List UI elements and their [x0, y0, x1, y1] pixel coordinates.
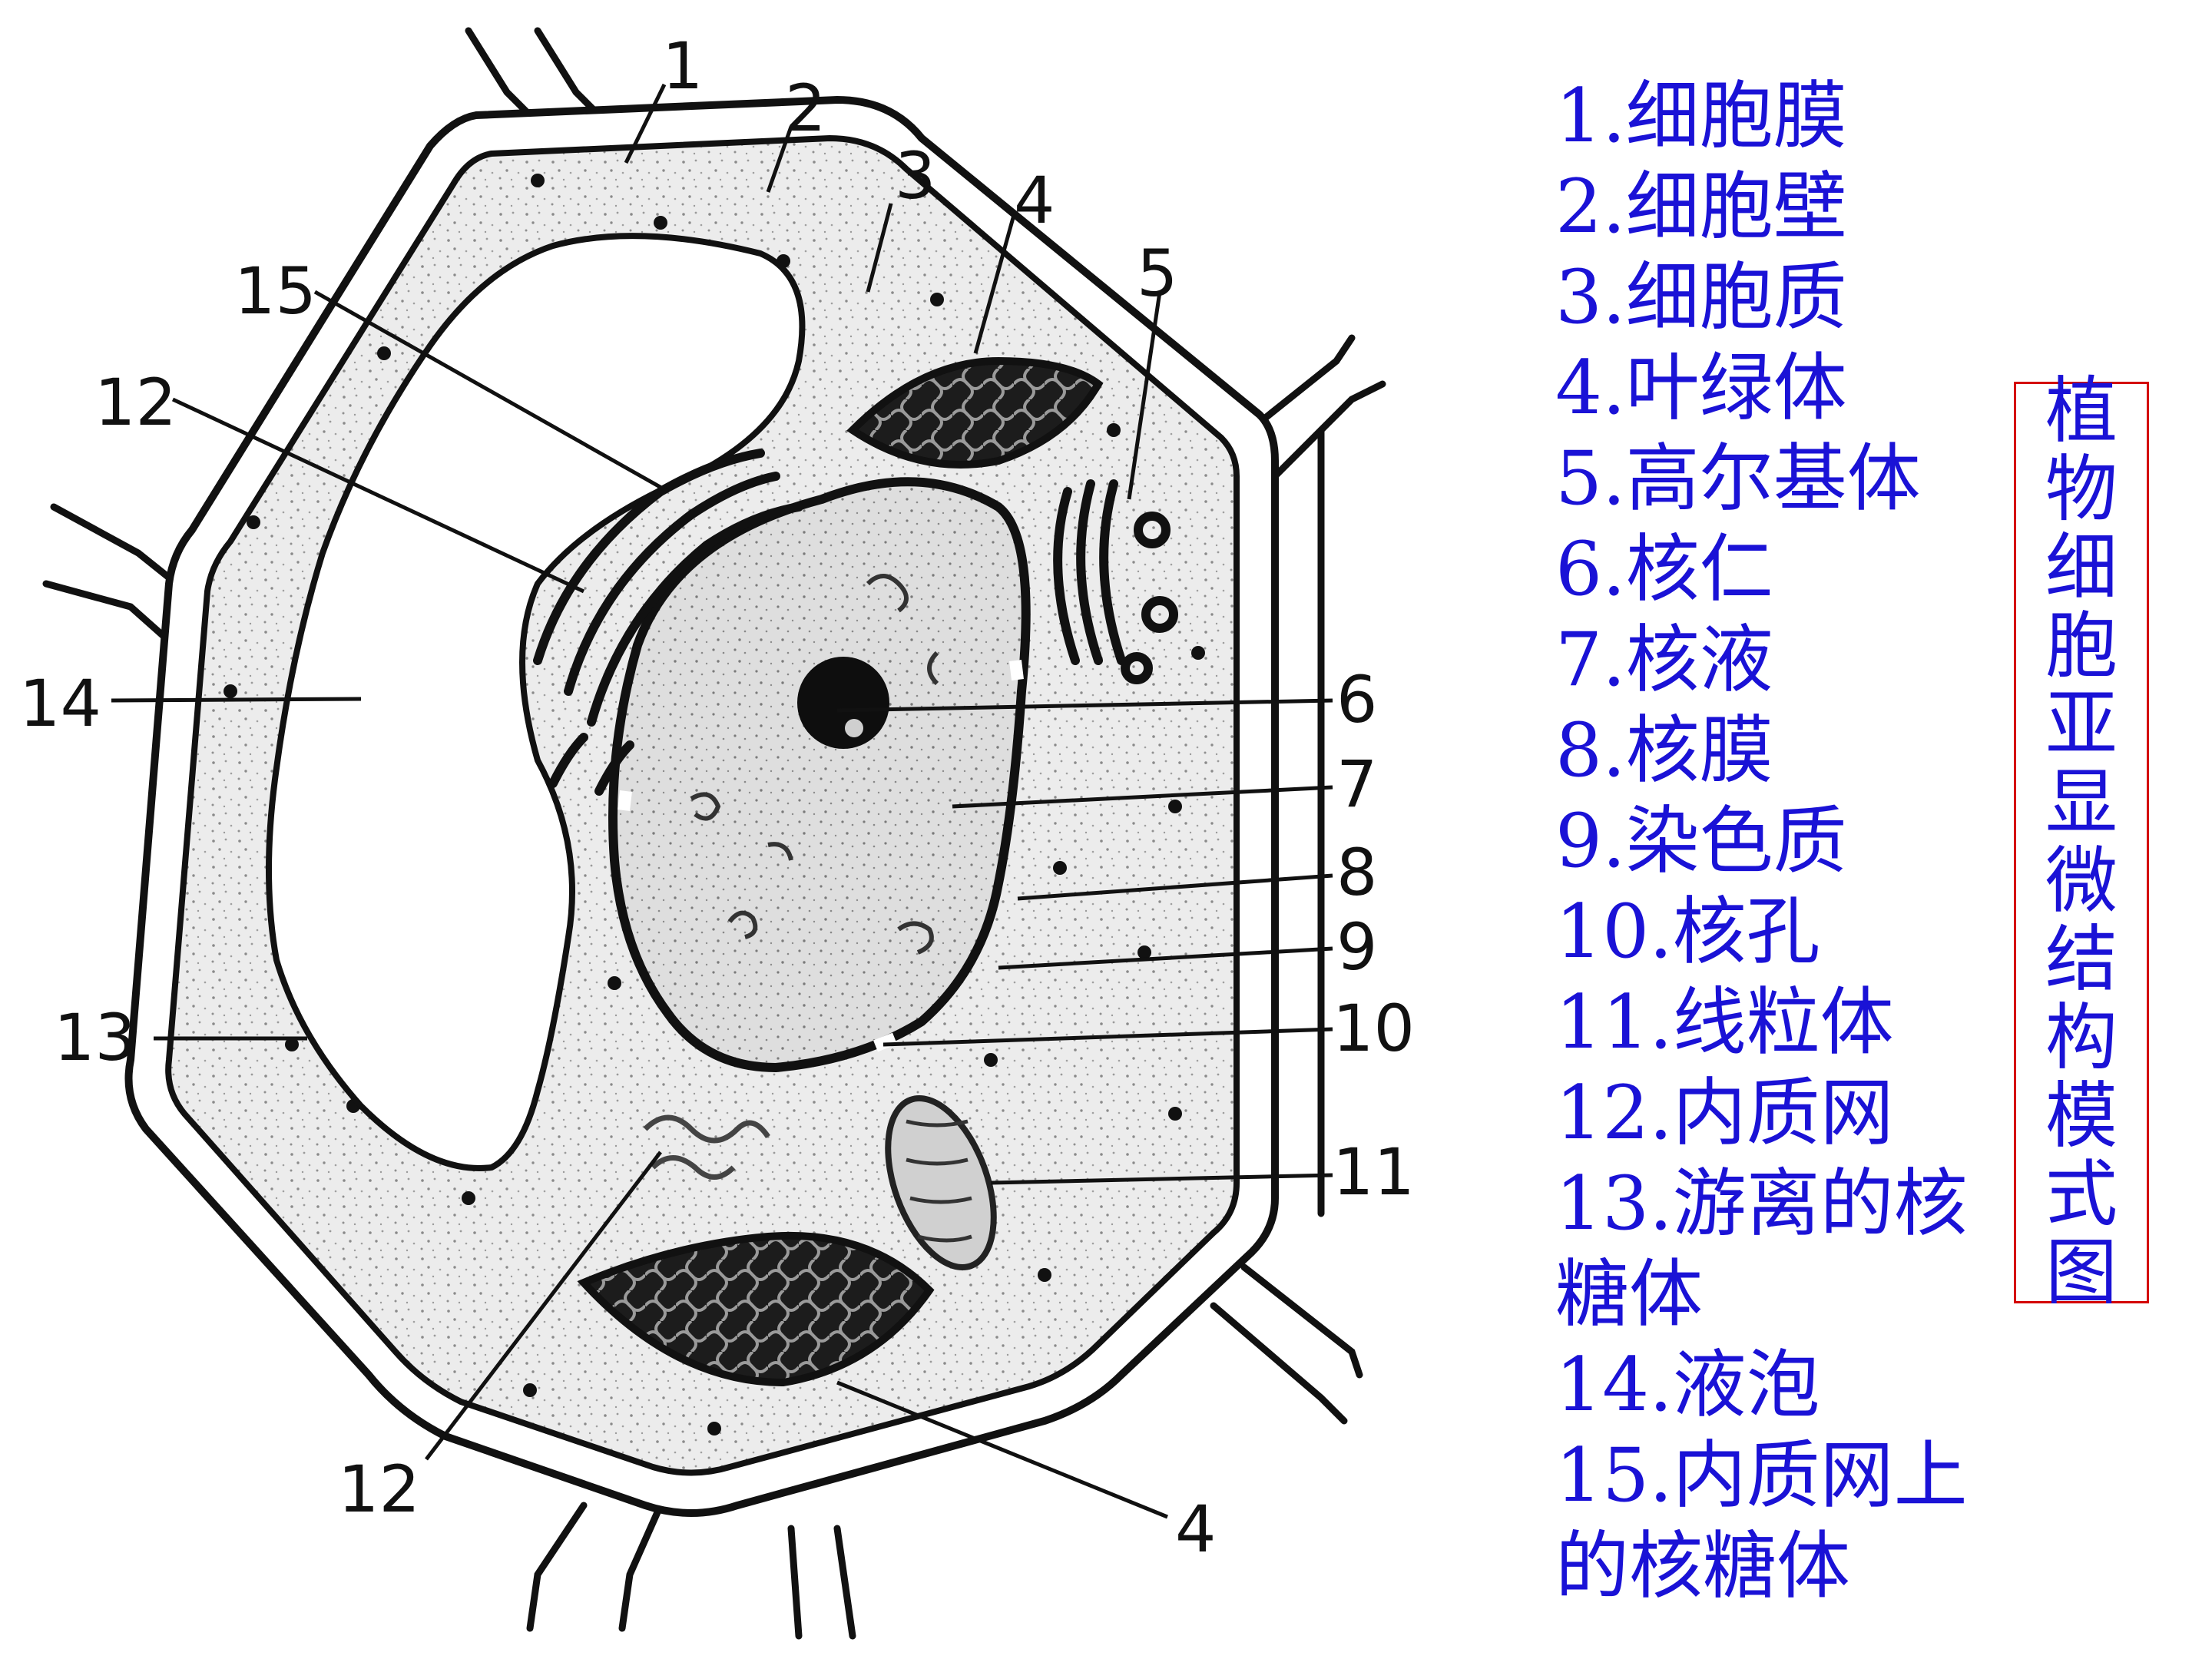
callout-8: 8 [1336, 835, 1377, 910]
legend-item: 14.液泡 [1555, 1342, 1820, 1428]
callout-14: 14 [19, 666, 101, 741]
legend-item: 9.染色质 [1555, 798, 1847, 884]
callout-4-top: 4 [1014, 163, 1055, 238]
legend-item: 13.游离的核糖体 [1555, 1161, 1968, 1337]
chromatin [690, 574, 939, 955]
diagram-title: 植物细胞亚显微结构模式图 [2045, 369, 2118, 1315]
mitochondrion-cristae [906, 1119, 972, 1243]
leader-lines [111, 83, 1333, 1519]
legend-item: 1.细胞膜 [1555, 73, 1847, 159]
smooth-endoplasmic-reticulum [643, 1114, 770, 1180]
nucleolus-highlight [845, 719, 863, 737]
callout-10: 10 [1333, 991, 1415, 1066]
chloroplast-bottom [577, 1231, 935, 1387]
callout-3: 3 [895, 138, 935, 214]
legend: 1.细胞膜 2.细胞壁 3.细胞质 4.叶绿体 5.高尔基体 6.核仁 7.核液… [1555, 71, 1985, 1611]
callout-1: 1 [662, 28, 703, 104]
nuclear-pores [618, 660, 1024, 1052]
cytoplasm-dots [224, 174, 1205, 1435]
callout-labels: 1 2 3 4 5 15 12 14 13 6 7 8 9 10 11 12 4 [19, 28, 1415, 1567]
callout-6: 6 [1336, 662, 1377, 737]
title-box: 植物细胞亚显微结构模式图 [2014, 373, 2149, 1313]
vacuole [266, 233, 806, 1171]
mitochondrion [885, 1095, 997, 1270]
callout-5: 5 [1137, 236, 1177, 311]
legend-item: 5.高尔基体 [1555, 435, 1921, 522]
legend-item: 3.细胞质 [1555, 254, 1847, 340]
callout-9: 9 [1336, 909, 1377, 985]
chloroplast-top [846, 356, 1104, 469]
legend-item: 10.核孔 [1555, 889, 1820, 975]
callout-4-bottom: 4 [1175, 1492, 1216, 1567]
plant-cell-diagram: 1 2 3 4 5 15 12 14 13 6 7 8 9 10 11 12 4 [19, 27, 1415, 1640]
legend-item: 4.叶绿体 [1555, 345, 1847, 431]
callout-2: 2 [785, 71, 826, 146]
legend-item: 2.细胞壁 [1555, 164, 1847, 250]
legend-item: 8.核膜 [1555, 707, 1773, 793]
nucleus [608, 477, 1031, 1073]
callout-13: 13 [54, 1000, 136, 1075]
legend-item: 15.内质网上的核糖体 [1555, 1432, 1968, 1609]
callout-12-bottom: 12 [338, 1452, 420, 1527]
golgi-body [1053, 479, 1178, 684]
legend-item: 6.核仁 [1555, 526, 1773, 612]
legend-item: 12.内质网 [1555, 1070, 1894, 1156]
nucleolus [797, 657, 889, 749]
legend-item: 7.核液 [1555, 617, 1773, 703]
callout-12-top: 12 [94, 365, 177, 440]
callout-7: 7 [1336, 747, 1377, 822]
callout-15: 15 [234, 253, 316, 329]
legend-item: 11.线粒体 [1555, 979, 1894, 1065]
rough-endoplasmic-reticulum [533, 449, 803, 796]
callout-11: 11 [1333, 1134, 1415, 1210]
